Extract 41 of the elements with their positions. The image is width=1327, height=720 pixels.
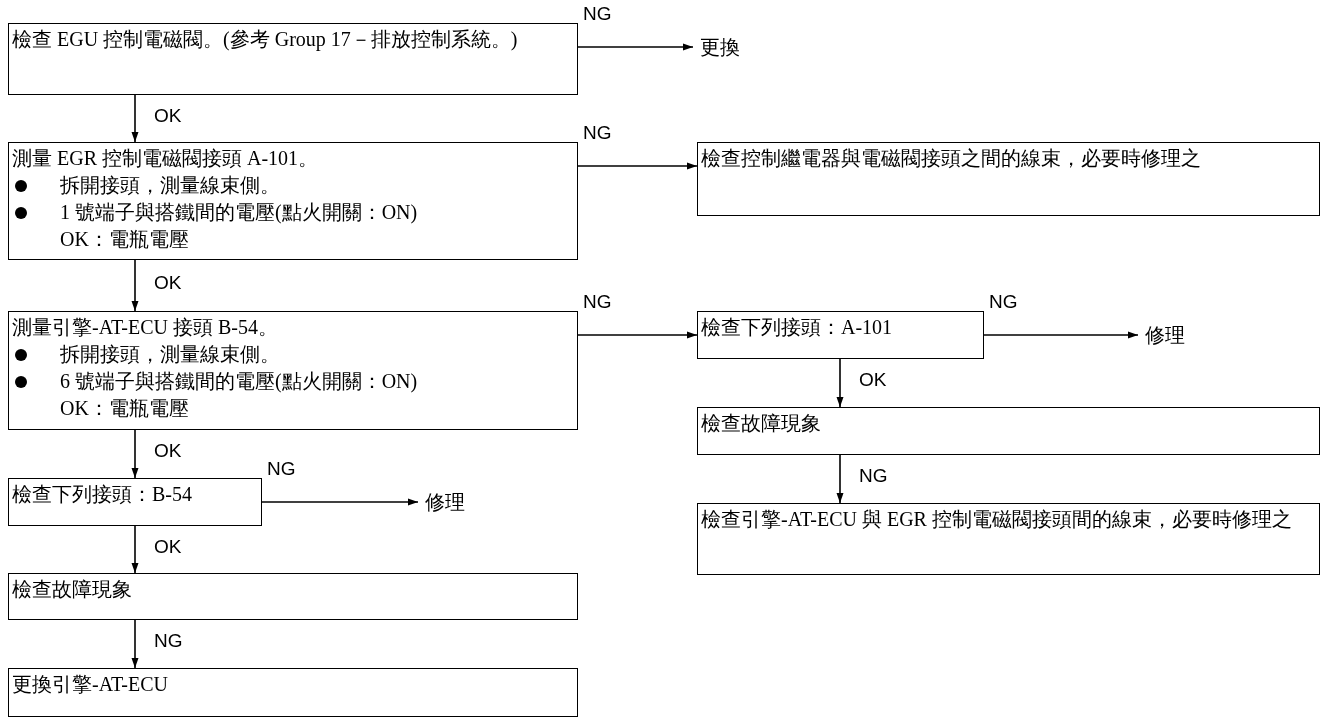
- process-box: [8, 668, 578, 717]
- step-text: 檢查故障現象: [701, 411, 822, 436]
- step-text: 測量引擎-AT-ECU 接頭 B-54。: [12, 315, 279, 340]
- list-item: OK：電瓶電壓: [59, 396, 190, 421]
- list-item: OK：電瓶電壓: [59, 227, 190, 252]
- arrow: [131, 525, 139, 574]
- arrow: [836, 358, 844, 408]
- list-item: 1 號端子與搭鐵間的電壓(點火開關：ON): [60, 200, 418, 226]
- list-item: 拆開接頭，測量線束側。: [60, 173, 280, 198]
- process-box: [697, 142, 1320, 216]
- arrow: [836, 454, 844, 504]
- arrow: [131, 94, 139, 143]
- arrow: [577, 331, 698, 339]
- process-box: [8, 573, 578, 620]
- list-item: 拆開接頭，測量線束側。: [60, 342, 280, 367]
- process-box: [8, 478, 262, 526]
- arrow: [131, 619, 139, 669]
- process-box: [8, 142, 578, 260]
- process-box: [8, 311, 578, 430]
- step-text: 檢查下列接頭：A-101: [701, 315, 894, 340]
- process-box: [697, 311, 984, 359]
- step-text: 檢查故障現象: [12, 577, 133, 602]
- step-text: 檢查下列接頭：B-54: [12, 482, 193, 507]
- action-text: 更換: [700, 33, 740, 61]
- arrow: [577, 162, 698, 170]
- arrow: [131, 259, 139, 312]
- step-text: 檢查控制繼電器與電磁閥接頭之間的線束，必要時修理之: [701, 146, 1202, 171]
- action-text: 修理: [425, 488, 465, 516]
- process-box: [8, 23, 578, 95]
- arrow: [983, 331, 1139, 339]
- step-text: 更換引擎-AT-ECU: [12, 672, 169, 697]
- arrow: [261, 498, 419, 506]
- process-box: [697, 503, 1320, 575]
- process-box: [697, 407, 1320, 455]
- step-text: 檢查引擎-AT-ECU 與 EGR 控制電磁閥接頭間的線束，必要時修理之: [701, 507, 1293, 532]
- list-item: 6 號端子與搭鐵間的電壓(點火開關：ON): [60, 369, 418, 395]
- action-text: 修理: [1145, 321, 1185, 349]
- arrow: [131, 429, 139, 479]
- step-text: 檢查 EGU 控制電磁閥。(參考 Group 17－排放控制系統。): [12, 27, 519, 53]
- arrow: [577, 43, 694, 51]
- step-text: 測量 EGR 控制電磁閥接頭 A-101。: [12, 146, 320, 171]
